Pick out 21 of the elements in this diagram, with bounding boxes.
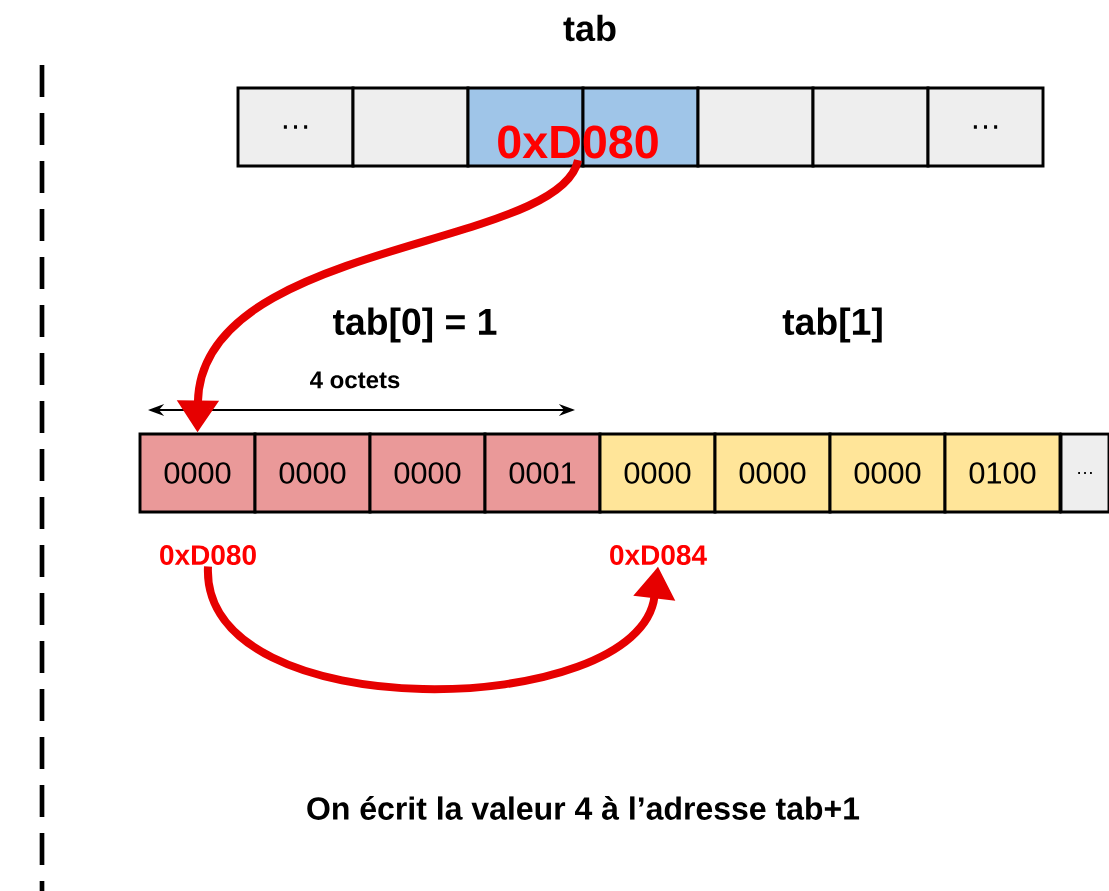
memory-cell: … bbox=[926, 86, 1045, 168]
memory-cell: 0100 bbox=[943, 432, 1062, 514]
address-label: 0xD084 bbox=[610, 545, 707, 565]
address-label: 0xD080 bbox=[160, 545, 256, 565]
memory-cell: 0001 bbox=[483, 432, 602, 514]
memory-cell: 0000 bbox=[138, 432, 257, 514]
memory-cell: 0000 bbox=[253, 432, 372, 514]
memory-cell: … bbox=[236, 86, 355, 168]
dimension-label: 4 octets bbox=[308, 370, 402, 390]
title: tab bbox=[563, 14, 616, 42]
memory-cell: 0000 bbox=[598, 432, 717, 514]
memory-cell bbox=[811, 86, 930, 168]
memory-cell: 0000 bbox=[368, 432, 487, 514]
memory-cell: … bbox=[1059, 432, 1109, 514]
memory-cell bbox=[696, 86, 815, 168]
memory-cell: 0000 bbox=[828, 432, 947, 514]
memory-cell: 0000 bbox=[713, 432, 832, 514]
memory-cell bbox=[351, 86, 470, 168]
array-element-label: tab[0] = 1 bbox=[331, 306, 499, 344]
array-element-label: tab[1] bbox=[780, 306, 886, 344]
caption: On écrit la valeur 4 à l’adresse tab+1 bbox=[307, 796, 860, 820]
